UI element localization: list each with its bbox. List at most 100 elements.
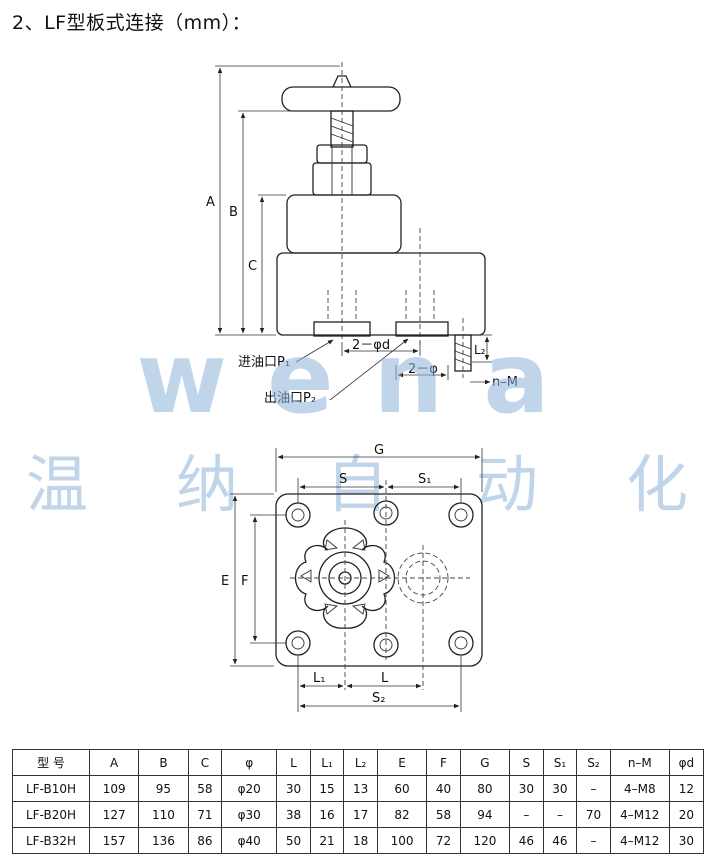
dim-C: C (248, 259, 257, 274)
table-cell: 4–M12 (609, 827, 670, 854)
document-heading: 2、LF型板式连接（mm）： (12, 12, 252, 34)
col-header: A (88, 749, 140, 776)
table-cell: 58 (187, 775, 223, 802)
table-cell: 46 (509, 827, 544, 854)
table-cell: 70 (576, 801, 611, 828)
table-cell: – (576, 775, 611, 802)
col-header: G (459, 749, 511, 776)
col-header: L₁ (309, 749, 345, 776)
dim-L1: L₁ (313, 671, 325, 686)
watermark-char-2: 纳 (176, 448, 238, 521)
table-cell: 30 (668, 827, 705, 854)
col-header: L₂ (343, 749, 378, 776)
watermark-latin: wena (137, 322, 590, 436)
table-cell: φ30 (221, 801, 278, 828)
table-cell: 100 (376, 827, 428, 854)
table-cell: 12 (668, 775, 705, 802)
col-header: S₂ (576, 749, 611, 776)
dim-E: E (221, 574, 229, 589)
dim-n-M: n–M (492, 375, 518, 390)
table-cell: 157 (88, 827, 140, 854)
top-view: G S S₁ E F L₁ L S₂ (221, 443, 483, 712)
col-header: F (426, 749, 461, 776)
dimension-table: 型 号 A B C φ L L₁ L₂ E F G S S₁ S₂ n–M φd… (12, 749, 705, 854)
watermark-char-3: 自 (326, 448, 388, 521)
table-cell: – (576, 827, 611, 854)
dim-G: G (374, 443, 384, 458)
dim-S1: S₁ (418, 472, 431, 487)
table-cell: 58 (426, 801, 461, 828)
table-cell: 13 (343, 775, 378, 802)
watermark-char-5: 化 (626, 448, 688, 521)
table-cell: LF-B10H (12, 775, 90, 802)
table-cell: – (509, 801, 544, 828)
table-cell: 120 (459, 827, 511, 854)
table-cell: 136 (138, 827, 189, 854)
dim-S: S (339, 472, 347, 487)
table-cell: 30 (509, 775, 544, 802)
table-cell: φ40 (221, 827, 278, 854)
dim-A: A (206, 195, 215, 210)
col-header: B (138, 749, 189, 776)
col-header: S (509, 749, 544, 776)
table-cell: 16 (309, 801, 345, 828)
table-cell: LF-B20H (12, 801, 90, 828)
table-cell: 95 (138, 775, 189, 802)
inlet-port-p1 (313, 321, 371, 337)
table-cell: 21 (309, 827, 345, 854)
base-plate (275, 493, 483, 667)
outlet-port-p2 (395, 321, 449, 337)
table-row: LF-B20H 127 110 71 φ30 38 16 17 82 58 94… (12, 801, 705, 828)
dim-S2: S₂ (372, 691, 385, 706)
col-header: L (276, 749, 311, 776)
watermark-char-1: 温 (26, 448, 88, 521)
table-cell: 40 (426, 775, 461, 802)
col-header: E (376, 749, 428, 776)
mounting-hole-tr (448, 502, 474, 528)
table-cell: 4–M12 (609, 801, 670, 828)
dim-2-phi: 2－φ (408, 362, 438, 377)
table-cell: 71 (187, 801, 223, 828)
table-cell: 50 (276, 827, 311, 854)
table-cell: φ20 (221, 775, 278, 802)
table-cell: 30 (542, 775, 578, 802)
table-cell: 60 (376, 775, 428, 802)
mounting-hole-br (448, 630, 474, 656)
table-cell: 46 (542, 827, 578, 854)
table-cell: 72 (426, 827, 461, 854)
table-cell: 20 (668, 801, 705, 828)
table-cell: 94 (459, 801, 511, 828)
table-cell: 17 (343, 801, 378, 828)
col-header: n–M (609, 749, 670, 776)
table-header-row: 型 号 A B C φ L L₁ L₂ E F G S S₁ S₂ n–M φd (12, 749, 705, 776)
mounting-hole-tl (285, 502, 311, 528)
dim-L2: L₂ (474, 343, 486, 357)
table-row: LF-B10H 109 95 58 φ20 30 15 13 60 40 80 … (12, 775, 705, 802)
valve-bonnet (286, 194, 402, 254)
dim-F: F (241, 574, 248, 589)
table-row: LF-B32H 157 136 86 φ40 50 21 18 100 72 1… (12, 827, 705, 854)
table-cell: – (542, 801, 578, 828)
table-cell: 110 (138, 801, 189, 828)
label-inlet-p1: 进油口P₁ (238, 355, 290, 370)
dim-L: L (381, 671, 389, 686)
col-header: 型 号 (12, 749, 90, 776)
table-cell: 18 (343, 827, 378, 854)
mounting-hole-bl (285, 630, 311, 656)
col-header: S₁ (542, 749, 578, 776)
table-cell: 80 (459, 775, 511, 802)
col-header: φd (668, 749, 705, 776)
side-view: A B C 2－φd 2－φ L₂ n–M 进油口P₁ 出油口P₂ (206, 62, 518, 406)
table-cell: 109 (88, 775, 140, 802)
dim-2-phi-d: 2－φd (352, 338, 390, 353)
col-header: φ (221, 749, 278, 776)
dim-B: B (229, 205, 238, 220)
table-cell: 15 (309, 775, 345, 802)
watermark-char-4: 动 (476, 448, 538, 521)
table-cell: 127 (88, 801, 140, 828)
table-cell: 30 (276, 775, 311, 802)
table-cell: 4–M8 (609, 775, 670, 802)
valve-technical-drawing: A B C 2－φd 2－φ L₂ n–M 进油口P₁ 出油口P₂ wena 温… (26, 62, 688, 712)
watermark: wena 温 纳 自 动 化 (26, 322, 688, 521)
col-header: C (187, 749, 223, 776)
